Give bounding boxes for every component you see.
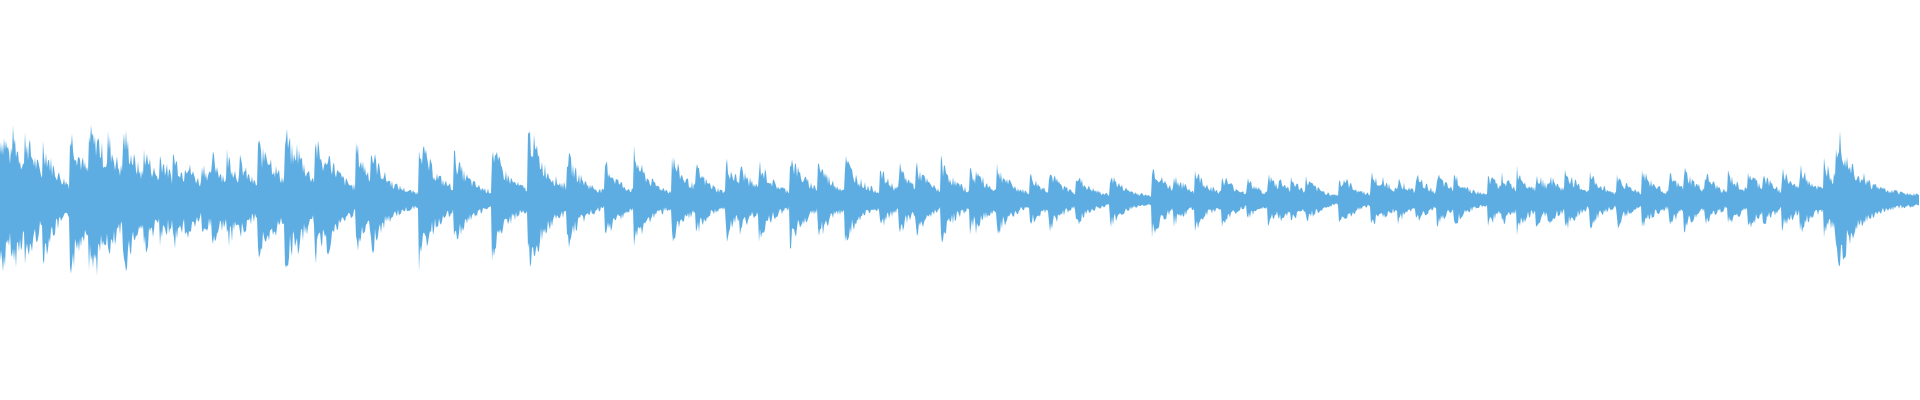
waveform-path [0,124,1919,276]
